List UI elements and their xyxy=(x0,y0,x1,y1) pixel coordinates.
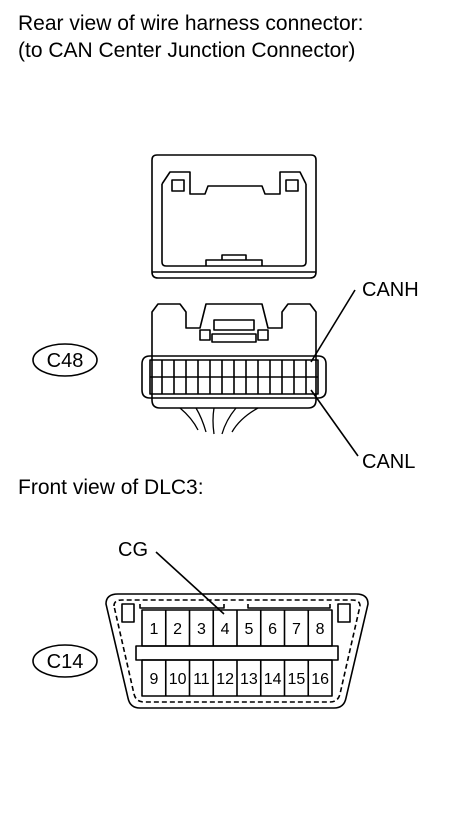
cg-leader-line xyxy=(155,551,225,615)
canh-leader-line xyxy=(310,289,356,363)
dlc3-pin-label: 16 xyxy=(311,671,329,688)
dlc3-pin-label: 6 xyxy=(268,621,277,638)
cg-label: CG xyxy=(118,539,148,561)
dlc3-connector-housing xyxy=(105,593,369,709)
c48-connector-housing xyxy=(141,303,327,409)
c14-id-label: C14 xyxy=(47,651,84,673)
c48-id-label: C48 xyxy=(47,350,84,372)
c14-id-ellipse xyxy=(32,644,98,678)
dlc3-pin-label: 9 xyxy=(149,671,158,688)
dlc3-pin-label: 4 xyxy=(221,621,230,638)
dlc3-pin-label: 5 xyxy=(244,621,253,638)
dlc3-top-row-pins: 1 2 3 4 5 6 7 8 xyxy=(149,621,324,638)
dlc3-pin-label: 1 xyxy=(149,621,158,638)
dlc3-pin-label: 10 xyxy=(169,671,187,688)
dlc3-pin-label: 14 xyxy=(264,671,282,688)
dlc3-pin-label: 7 xyxy=(292,621,301,638)
dlc3-pin-label: 13 xyxy=(240,671,258,688)
dlc3-pin-label: 11 xyxy=(193,671,210,688)
front-view-caption: Front view of DLC3: xyxy=(18,476,204,499)
c48-wire-bundle xyxy=(179,407,259,435)
canl-label: CANL xyxy=(362,451,415,473)
mating-connector-housing xyxy=(151,154,317,279)
c48-id-ellipse xyxy=(32,343,98,377)
canl-leader-line xyxy=(310,389,359,457)
dlc3-pin-label: 3 xyxy=(197,621,206,638)
dlc3-bottom-row-pins: 9 10 11 12 13 14 15 16 xyxy=(149,671,329,688)
dlc3-pin-label: 15 xyxy=(288,671,306,688)
rear-view-caption-line1: Rear view of wire harness connector: xyxy=(18,12,364,35)
dlc3-pin-label: 2 xyxy=(173,621,182,638)
rear-view-caption-line2: (to CAN Center Junction Connector) xyxy=(18,39,356,62)
dlc3-pin-label: 8 xyxy=(316,621,325,638)
canh-label: CANH xyxy=(362,279,419,301)
dlc3-pin-label: 12 xyxy=(216,671,234,688)
